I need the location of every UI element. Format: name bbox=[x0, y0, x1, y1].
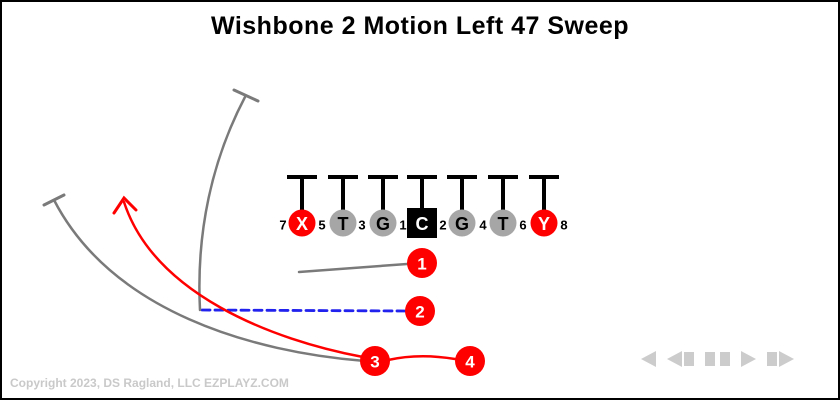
back-4-label: 4 bbox=[465, 353, 475, 372]
back-2 bbox=[405, 296, 435, 326]
back-1 bbox=[407, 248, 437, 278]
lineman-T bbox=[329, 209, 357, 237]
gap-number-3: 3 bbox=[358, 218, 365, 233]
lineman-G-label: G bbox=[455, 214, 469, 234]
lineman-T-label: T bbox=[338, 214, 349, 234]
lineman-G bbox=[448, 209, 476, 237]
lineman-X bbox=[288, 209, 316, 237]
lineman-X-label: X bbox=[296, 214, 308, 234]
rewind-icon bbox=[641, 351, 656, 367]
step-back-icon bbox=[667, 351, 682, 367]
back-3-block-cap bbox=[42, 193, 66, 207]
back-2-motion-dashed bbox=[198, 308, 407, 313]
play-button[interactable] bbox=[741, 351, 756, 367]
back-1-label: 1 bbox=[417, 255, 426, 274]
play-title: Wishbone 2 Motion Left 47 Sweep bbox=[210, 12, 630, 40]
lineman-T bbox=[489, 209, 517, 237]
back-4 bbox=[455, 346, 485, 376]
lineman-C bbox=[407, 208, 437, 238]
back-2-label: 2 bbox=[415, 303, 424, 322]
lineman-G bbox=[369, 209, 397, 237]
lineman-T-label: T bbox=[498, 214, 509, 234]
gap-number-1: 1 bbox=[399, 218, 406, 233]
copyright-text: Copyright 2023, DS Ragland, LLC EZPLAYZ.… bbox=[10, 376, 289, 390]
gap-number-6: 6 bbox=[519, 218, 526, 233]
back-2-block-route bbox=[198, 95, 247, 312]
playback-controls bbox=[641, 351, 794, 367]
step-forward-icon bbox=[779, 351, 794, 367]
back-3-route bbox=[52, 198, 367, 363]
back-1-route bbox=[297, 262, 409, 274]
gap-number-2: 2 bbox=[439, 218, 446, 233]
step-forward-button[interactable] bbox=[767, 351, 794, 367]
back-3 bbox=[360, 346, 390, 376]
gap-number-4: 4 bbox=[479, 218, 487, 233]
gap-number-5: 5 bbox=[318, 218, 325, 233]
pause-icon bbox=[705, 352, 715, 366]
back-3-label: 3 bbox=[370, 353, 379, 372]
play-icon bbox=[741, 351, 756, 367]
gap-number-7: 7 bbox=[279, 218, 286, 233]
rewind-button[interactable] bbox=[641, 351, 656, 367]
lineman-Y bbox=[530, 209, 558, 237]
lineman-C-label: C bbox=[416, 214, 429, 234]
back-2-block-cap bbox=[232, 88, 260, 103]
gap-number-8: 8 bbox=[560, 218, 567, 233]
lineman-G-label: G bbox=[376, 214, 390, 234]
sweep-arrowhead bbox=[112, 195, 138, 215]
lineman-Y-label: Y bbox=[538, 214, 550, 234]
sweep-run bbox=[122, 200, 365, 359]
pause-button[interactable] bbox=[705, 352, 730, 366]
step-back-button[interactable] bbox=[667, 351, 694, 367]
sweep-handoff bbox=[386, 354, 457, 362]
